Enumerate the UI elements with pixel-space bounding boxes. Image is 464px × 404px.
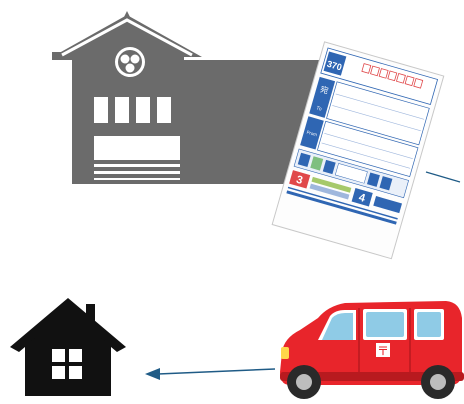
postal-mark: 〒 (377, 344, 389, 358)
connector-line (426, 172, 460, 182)
storehouse-icon (52, 11, 330, 184)
postal-van-icon: 〒 (280, 301, 464, 399)
house-icon (10, 298, 126, 396)
arrow-icon (145, 368, 275, 380)
family-crest-icon (115, 47, 145, 77)
